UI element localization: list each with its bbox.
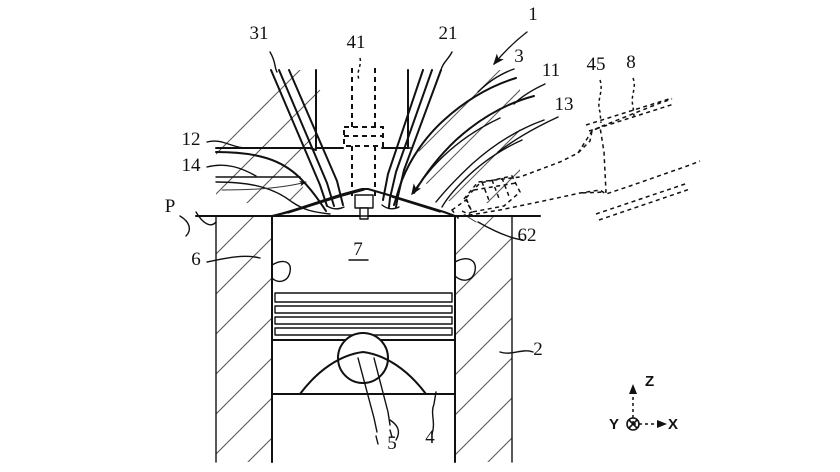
- axis-z-arrowhead: [629, 384, 637, 394]
- ref-label-6: 6: [191, 249, 201, 270]
- ref-label-14: 14: [182, 155, 202, 176]
- fuel-rail-pipes: [585, 97, 691, 221]
- ref-label-45: 45: [587, 54, 606, 75]
- connecting-rod: [357, 357, 393, 445]
- axis-label-y: Y: [609, 416, 619, 433]
- ref-label-2: 2: [533, 339, 543, 360]
- leader-lines: [179, 31, 636, 441]
- ref-label-21: 21: [439, 23, 458, 44]
- exhaust-port-left: [215, 147, 331, 217]
- ref-label-5: 5: [387, 433, 397, 454]
- axis-y-cross-2: [628, 419, 638, 429]
- piston-rings: [274, 292, 453, 336]
- ref-label-3: 3: [514, 46, 524, 67]
- axis-label-x: X: [668, 416, 678, 433]
- fuel-injector: [450, 98, 701, 219]
- ref-label-12: 12: [182, 129, 201, 150]
- axis-x-arrowhead: [657, 420, 667, 428]
- ref-label-62: 62: [518, 225, 537, 246]
- reference-numbers: 31 41 21 1 3 11 45 8 13 12 14 P 62 7 6 2…: [165, 4, 636, 454]
- ref-label-4: 4: [425, 427, 435, 448]
- head-center-structure: [315, 69, 409, 149]
- ref-label-p: P: [165, 196, 176, 217]
- spark-plug: [343, 68, 384, 220]
- exhaust-valve: [270, 69, 345, 210]
- ref-label-31: 31: [250, 23, 269, 44]
- bore-break-marks: [195, 211, 476, 283]
- ref-label-7: 7: [353, 239, 363, 260]
- intake-valve: [381, 69, 442, 210]
- ref-label-1: 1: [528, 4, 538, 25]
- axis-indicator: Z X Y: [609, 373, 678, 433]
- ref-label-41: 41: [347, 32, 366, 53]
- piston: [271, 215, 456, 395]
- axis-y-into-page-icon: [626, 417, 640, 431]
- ref-label-8: 8: [626, 52, 636, 73]
- ref-label-13: 13: [555, 94, 574, 115]
- ref-label-11: 11: [542, 60, 560, 81]
- axis-label-z: Z: [645, 373, 654, 390]
